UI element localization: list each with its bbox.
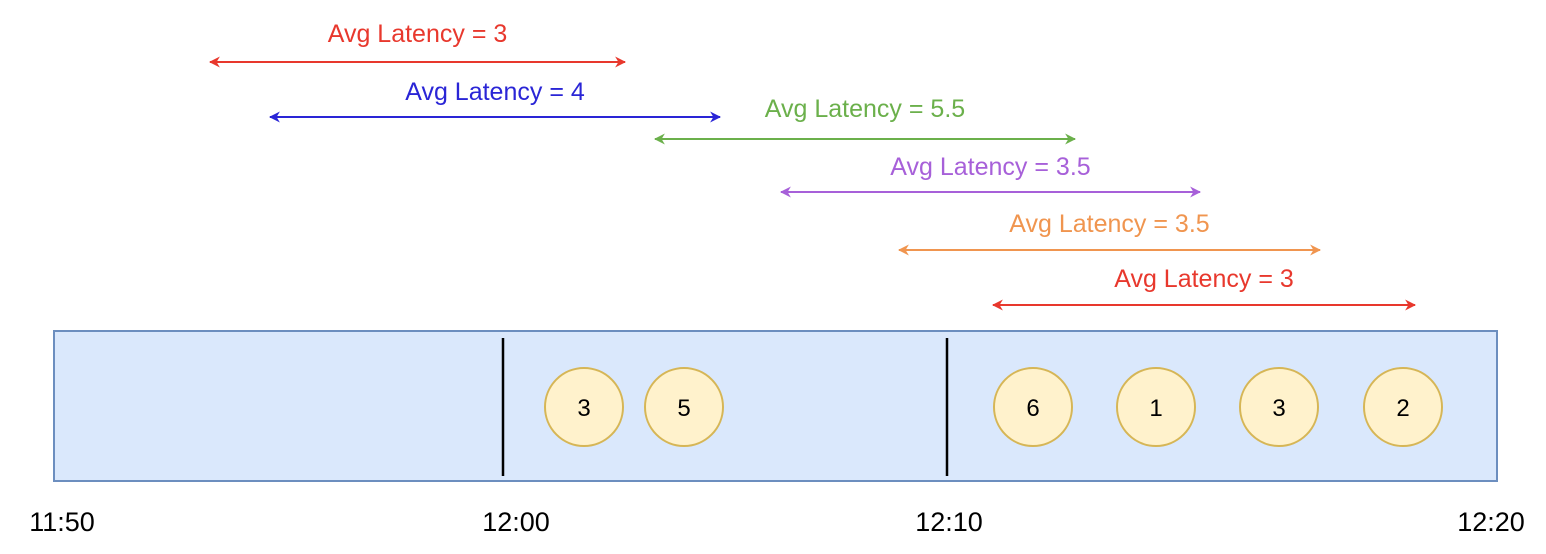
event-value-5: 3 (1272, 395, 1285, 422)
event-circle-2 (644, 367, 724, 447)
event-value-4: 1 (1149, 395, 1162, 422)
event-circle-3 (993, 367, 1073, 447)
window-label-6: Avg Latency = 3 (1114, 265, 1294, 293)
time-label-1210: 12:10 (915, 507, 983, 537)
event-value-3: 6 (1026, 395, 1039, 422)
window-label-3: Avg Latency = 5.5 (765, 95, 965, 123)
event-circle-5 (1239, 367, 1319, 447)
time-label-1150: 11:50 (29, 507, 95, 537)
time-label-1200: 12:00 (482, 507, 550, 537)
event-circle-6 (1363, 367, 1443, 447)
event-value-6: 2 (1396, 395, 1409, 422)
window-label-5: Avg Latency = 3.5 (1009, 210, 1209, 238)
event-value-1: 3 (577, 395, 590, 422)
window-label-4: Avg Latency = 3.5 (890, 153, 1090, 181)
time-label-1220: 12:20 (1457, 507, 1525, 537)
sliding-windows: Avg Latency = 3 Avg Latency = 4 Avg Latenc… (208, 20, 1417, 311)
event-circle-1 (544, 367, 624, 447)
window-label-2: Avg Latency = 4 (405, 78, 585, 106)
event-value-2: 5 (677, 395, 690, 422)
latency-events: 3 5 6 1 3 2 (544, 367, 1443, 447)
event-circle-4 (1116, 367, 1196, 447)
window-label-1: Avg Latency = 3 (328, 20, 508, 48)
